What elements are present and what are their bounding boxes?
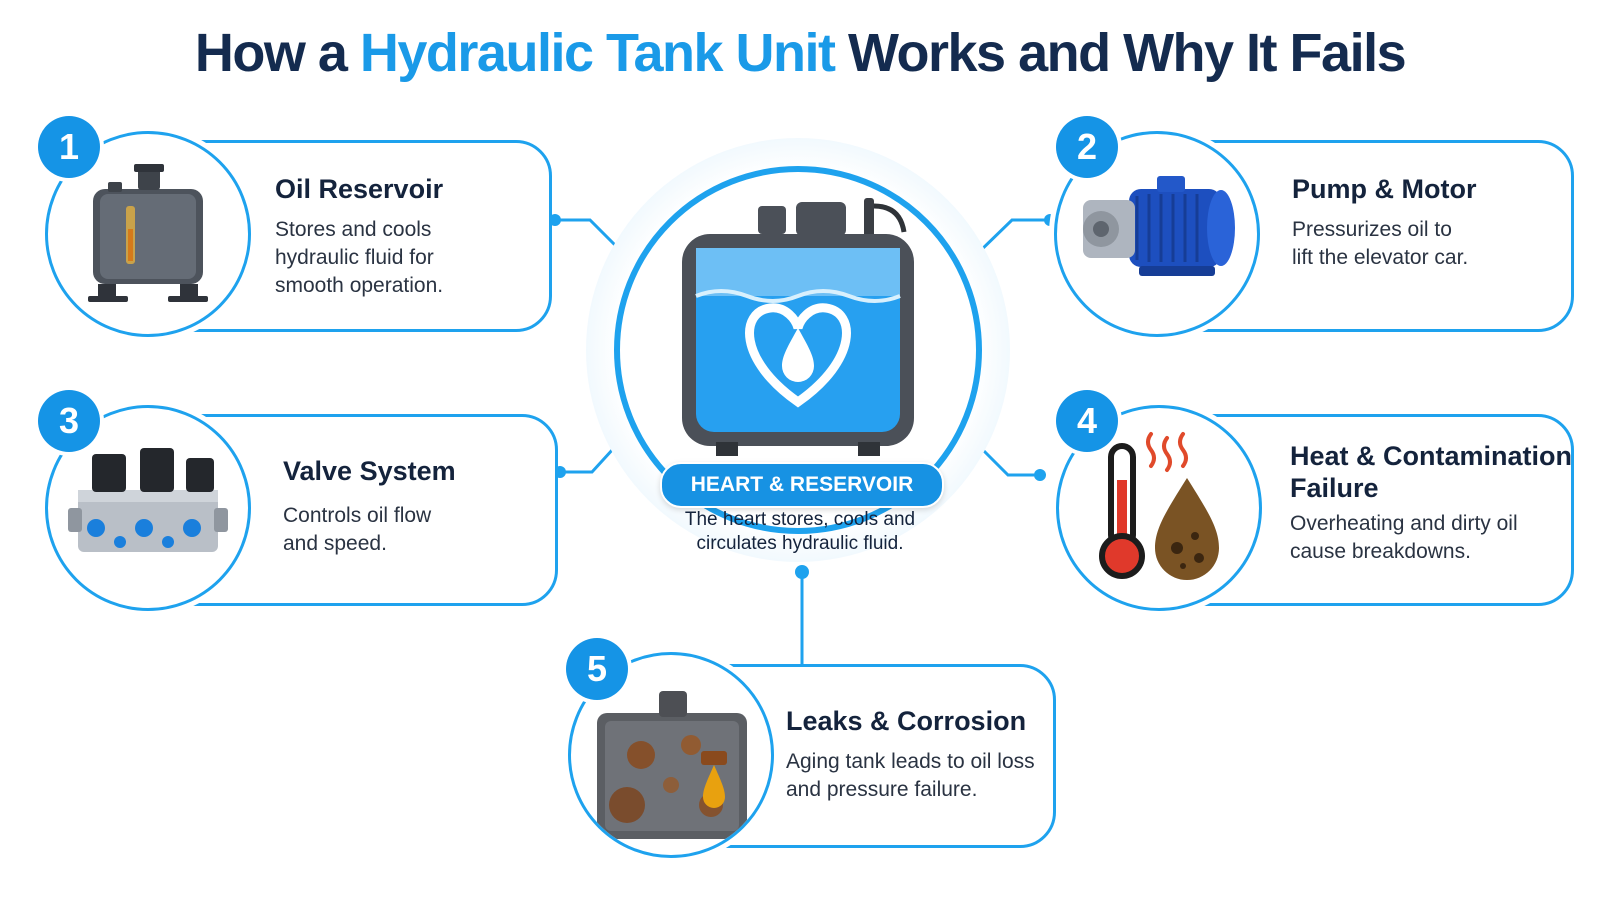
card-1-number-badge: 1 — [38, 116, 100, 178]
card-2-number-badge: 2 — [1056, 116, 1118, 178]
hub-label: HEART & RESERVOIR — [660, 462, 944, 508]
connector-2 — [974, 218, 1050, 257]
card-1-title: Oil Reservoir — [275, 174, 444, 204]
card-5-description: Aging tank leads to oil loss and pressur… — [786, 750, 1035, 801]
card-5-title: Leaks & Corrosion — [786, 706, 1027, 736]
card-3-description: Controls oil flow and speed. — [283, 504, 432, 555]
card-5-number-badge: 5 — [566, 638, 628, 700]
hub-description: The heart stores, cools and circulates h… — [684, 509, 916, 554]
card-4-description: Overheating and dirty oil cause breakdow… — [1290, 512, 1518, 563]
card-2-title: Pump & Motor — [1292, 174, 1477, 204]
heart-water-drop-icon — [682, 198, 914, 456]
card-1-description: Stores and cools hydraulic fluid for smo… — [275, 218, 444, 297]
thermometer-dirty-oil-icon — [1056, 405, 1262, 611]
title-suffix: Works and Why It Fails — [834, 23, 1407, 83]
card-3-title: Valve System — [283, 456, 456, 486]
title-highlight: Hydraulic Tank Unit — [359, 23, 836, 83]
rusty-leaking-tank-icon — [568, 652, 774, 858]
title-prefix: How a — [194, 23, 360, 83]
card-2-description: Pressurizes oil to lift the elevator car… — [1292, 218, 1469, 269]
card-4-number-badge: 4 — [1056, 390, 1118, 452]
page-title: How a Hydraulic Tank Unit Works and Why … — [0, 22, 1600, 84]
card-4-title: Heat & Contamination Failure — [1290, 441, 1573, 503]
valve-block-icon — [45, 405, 251, 611]
connector-4 — [972, 439, 1040, 477]
card-3-number-badge: 3 — [38, 390, 100, 452]
